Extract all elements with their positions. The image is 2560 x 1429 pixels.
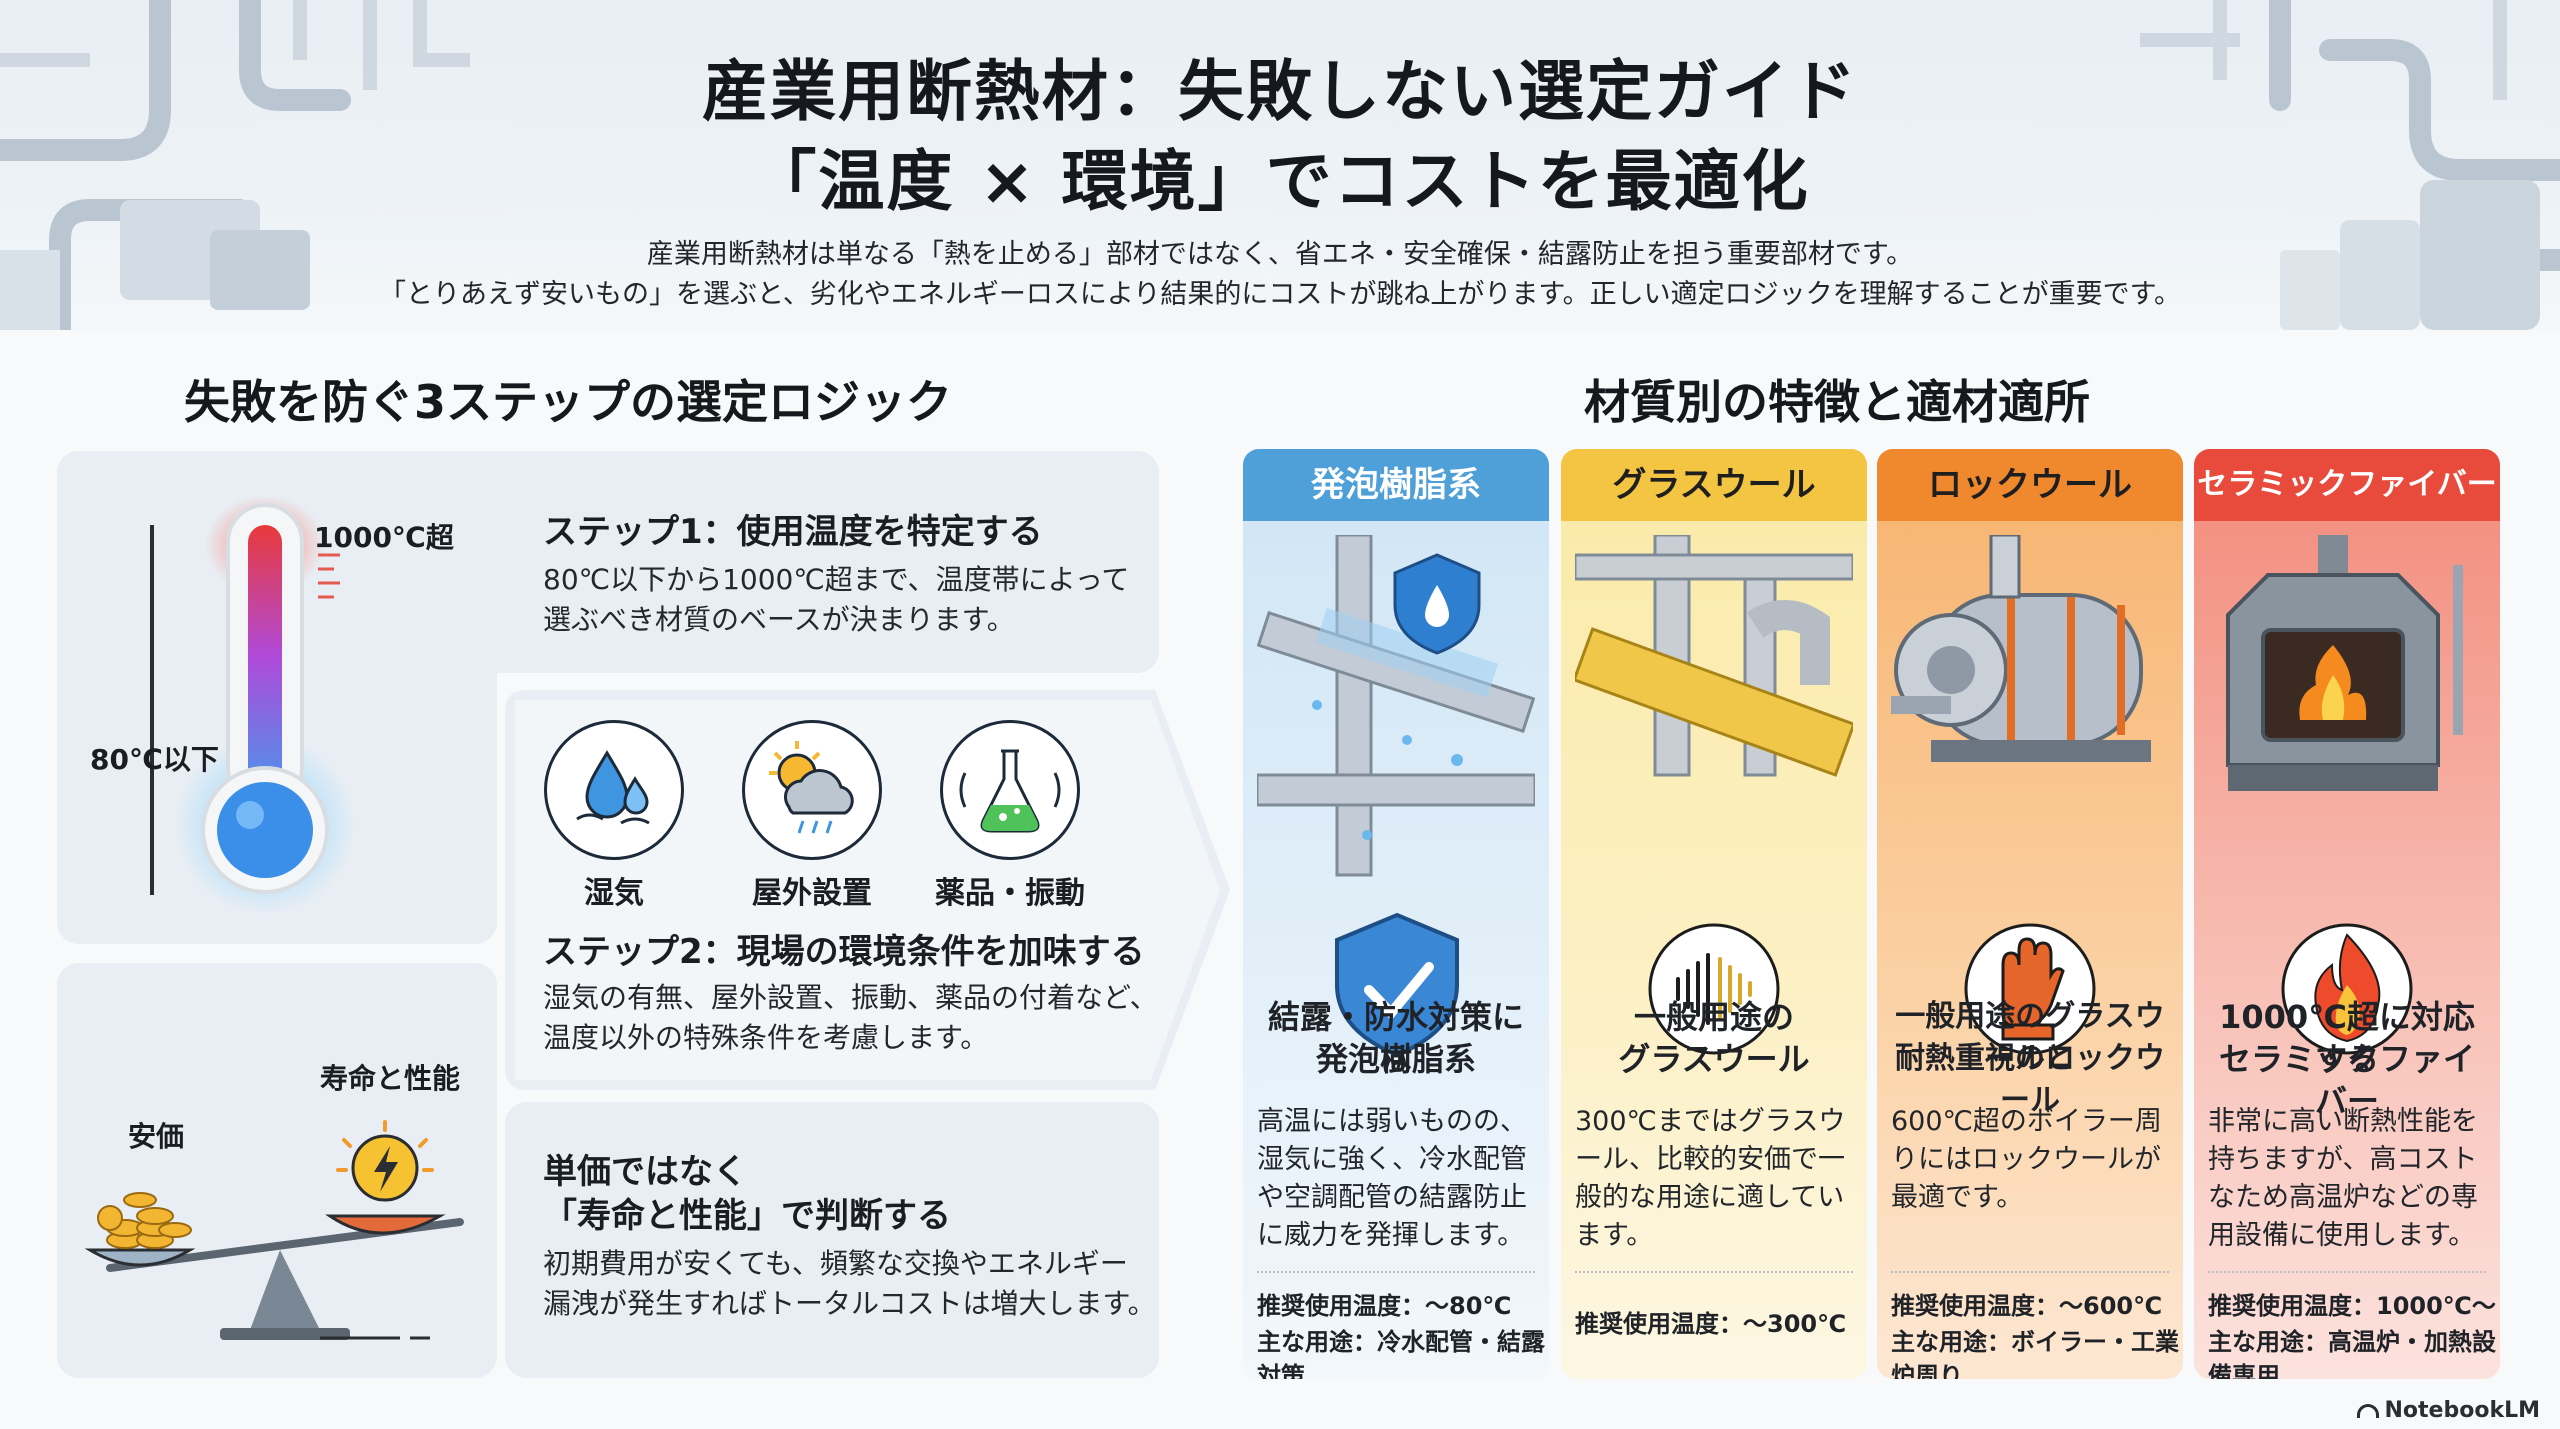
card-heading-line2-ceramic-fiber: セラミックファイバー: [2218, 1040, 2475, 1120]
step3-body-line2: 漏洩が発生すればトータルコストは増大します。: [543, 1287, 1156, 1320]
card-divider: [1257, 1271, 1535, 1273]
thermometer-low-label: 80℃以下: [90, 743, 219, 776]
card-heading-line2-glass-wool: グラスウール: [1618, 1040, 1810, 1078]
scale-right-label: 寿命と性能: [320, 1062, 461, 1095]
step1-body-line2: 選ぶべき材質のベースが決まります。: [543, 603, 1015, 636]
step2-body-line2: 温度以外の特殊条件を考慮します。: [543, 1021, 989, 1054]
material-card-glass-wool: グラスウール 一般用途の グラスウール 300℃まではグラスウール、比較的安価で…: [1561, 449, 1867, 1379]
water-drop-icon: [544, 720, 684, 860]
icon-label-humidity: 湿気: [584, 876, 644, 911]
lead-text-line1: 産業用断熱材は単なる「熱を止める」部材ではなく、省エネ・安全確保・結露防止を担う…: [646, 239, 1914, 270]
step2-heading: ステップ2：現場の環境条件を加味する: [543, 932, 1145, 972]
step3-heading-line2: 「寿命と性能」で判断する: [543, 1196, 951, 1236]
card-spec-temp-glass-wool: 推奨使用温度：～300℃: [1575, 1310, 1847, 1338]
thermometer-illustration: [150, 495, 355, 915]
card-title-ceramic-fiber: セラミックファイバー: [2194, 449, 2500, 521]
right-section-title: 材質別の特徴と適材適所: [1584, 375, 2090, 429]
scale-left-label: 安価: [128, 1120, 185, 1153]
material-card-rock-wool: ロックウール 一般用途のグラスウールと 耐熱重視のロックウール 600℃超のボイ…: [1877, 449, 2183, 1379]
card-title-rock-wool: ロックウール: [1877, 449, 2183, 521]
left-section-title: 失敗を防ぐ3ステップの選定ロジック: [184, 375, 953, 429]
card-text-rock-wool: 600℃超のボイラー周りにはロックウールが最適です。: [1891, 1106, 2162, 1213]
step1-heading: ステップ1：使用温度を特定する: [543, 512, 1043, 552]
boiler-illustration: [1891, 535, 2151, 1055]
icon-label-chemical-vibration: 薬品・振動: [935, 876, 1085, 911]
card-heading-line1-rock-wool: 一般用途のグラスウールと: [1895, 999, 2165, 1076]
card-heading-line1-glass-wool: 一般用途の: [1633, 998, 1794, 1036]
step2-body-line1: 湿気の有無、屋外設置、振動、薬品の付着など、: [543, 981, 1158, 1014]
brand-watermark: NotebookLM: [2356, 1398, 2540, 1423]
flask-icon: [940, 720, 1080, 860]
card-divider: [2208, 1271, 2486, 1273]
card-title-foam-resin: 発泡樹脂系: [1243, 449, 1549, 521]
page-title-line1: 産業用断熱材：失敗しない選定ガイド: [702, 53, 1858, 130]
industrial-pipes-illustration-right: [2140, 0, 2560, 330]
card-divider: [1575, 1271, 1853, 1273]
header-banner: 産業用断熱材：失敗しない選定ガイド 「温度 × 環境」でコストを最適化 産業用断…: [0, 0, 2560, 330]
icon-label-outdoor: 屋外設置: [752, 876, 872, 911]
card-spec-temp-foam-resin: 推奨使用温度：～80℃: [1257, 1292, 1512, 1320]
card-text-foam-resin: 高温には弱いものの、湿気に強く、冷水配管や空調配管の結露防止に威力を発揮します。: [1257, 1106, 1527, 1251]
card-title-glass-wool: グラスウール: [1561, 449, 1867, 521]
page-title-line2: 「温度 × 環境」でコストを最適化: [750, 143, 1810, 220]
card-spec-use-rock-wool: 主な用途：ボイラー・工業炉周り: [1891, 1328, 2179, 1379]
step3-heading-line1: 単価ではなく: [543, 1152, 747, 1192]
card-text-ceramic-fiber: 非常に高い断熱性能を持ちますが、高コストなため高温炉などの専用設備に使用します。: [2208, 1106, 2478, 1251]
step3-body-line1: 初期費用が安くても、頻繁な交換やエネルギー: [543, 1247, 1128, 1280]
furnace-illustration: [2226, 535, 2463, 1055]
card-heading-line1-ceramic-fiber: 1000℃超に対応する: [2219, 998, 2475, 1078]
notebooklm-logo-icon: [2356, 1404, 2379, 1418]
material-card-ceramic-fiber: セラミックファイバー 1000℃超に対応する セラミックファイバー 非常に高い断…: [2194, 449, 2500, 1379]
card-spec-use-foam-resin: 主な用途：冷水配管・結露対策: [1257, 1328, 1545, 1379]
industrial-pipes-illustration-left: [0, 0, 470, 330]
thermometer-high-label: 1000℃超: [314, 521, 454, 554]
card-heading-line1-foam-resin: 結露・防水対策には: [1267, 998, 1524, 1078]
insulated-pipe-illustration: [1575, 535, 1853, 1055]
card-heading-line2-foam-resin: 発泡樹脂系: [1315, 1040, 1476, 1078]
cold-pipe-illustration: [1257, 535, 1535, 1058]
card-spec-use-ceramic-fiber: 主な用途：高温炉・加熱設備専用: [2208, 1328, 2496, 1379]
lead-text-line2: 「とりあえず安いもの」を選ぶと、劣化やエネルギーロスにより結果的にコストが跳ね上…: [379, 279, 2181, 310]
card-text-glass-wool: 300℃まではグラスウール、比較的安価で一般的な用途に適しています。: [1575, 1106, 1846, 1251]
card-spec-temp-ceramic-fiber: 推奨使用温度：1000℃～: [2208, 1292, 2496, 1320]
card-spec-temp-rock-wool: 推奨使用温度：～600℃: [1891, 1292, 2163, 1320]
balance-scale-illustration: [84, 1120, 464, 1340]
material-card-foam-resin: 発泡樹脂系 結露・防水対策には 発泡樹脂系 高温には弱いものの、湿気に強く、冷水…: [1243, 449, 1549, 1379]
card-divider: [1891, 1271, 2169, 1273]
weather-icon: [742, 720, 882, 860]
card-heading-line2-rock-wool: 耐熱重視のロックウール: [1895, 1041, 2165, 1118]
step1-body-line1: 80℃以下から1000℃超まで、温度帯によって: [543, 563, 1130, 596]
brand-label: NotebookLM: [2384, 1398, 2540, 1423]
step3-panel: [505, 1102, 1159, 1378]
